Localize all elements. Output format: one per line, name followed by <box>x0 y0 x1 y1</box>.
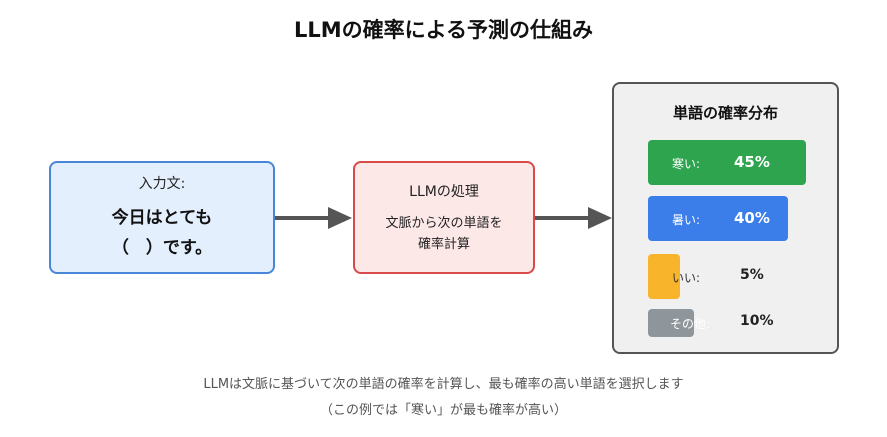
probability-bar <box>648 309 694 337</box>
input-text-line1: 今日はとても <box>111 207 213 228</box>
probability-bar-value: 10% <box>740 313 774 329</box>
probability-bar-label: 暑い: <box>672 212 701 227</box>
llm-process-box: LLMの処理 文脈から次の単語を 確率計算 <box>353 161 535 274</box>
probability-bar-label: その他: <box>670 317 711 331</box>
probability-bar-label: いい: <box>672 270 701 285</box>
caption-line2: （この例では「寒い」が最も確率が高い） <box>319 403 567 418</box>
diagram-title: LLMの確率による予測の仕組み <box>293 18 594 42</box>
distribution-title: 単語の確率分布 <box>672 104 778 122</box>
process-text-line1: 文脈から次の単語を <box>385 215 503 231</box>
probability-bar-value: 5% <box>740 266 764 283</box>
input-sentence-box: 入力文: 今日はとても （ ）です。 <box>49 161 275 274</box>
probability-distribution-box: 単語の確率分布 寒い: 45% 暑い: 40% いい: 5% その他: 10% <box>612 82 839 354</box>
probability-bar-value: 45% <box>734 152 770 171</box>
process-text-line2: 確率計算 <box>417 236 470 252</box>
input-label: 入力文: <box>138 175 186 192</box>
input-text-line2: （ ）です。 <box>111 237 213 258</box>
probability-bar-label: 寒い: <box>672 156 701 171</box>
arrow-input-to-process <box>275 207 352 229</box>
probability-bar-value: 40% <box>734 208 770 227</box>
probability-bar <box>648 140 806 185</box>
arrow-process-to-distribution <box>535 207 612 229</box>
process-label: LLMの処理 <box>409 183 479 200</box>
probability-bar <box>648 196 788 241</box>
probability-bar <box>648 254 680 299</box>
caption-line1: LLMは文脈に基づいて次の単語の確率を計算し、最も確率の高い単語を選択します <box>203 377 684 392</box>
